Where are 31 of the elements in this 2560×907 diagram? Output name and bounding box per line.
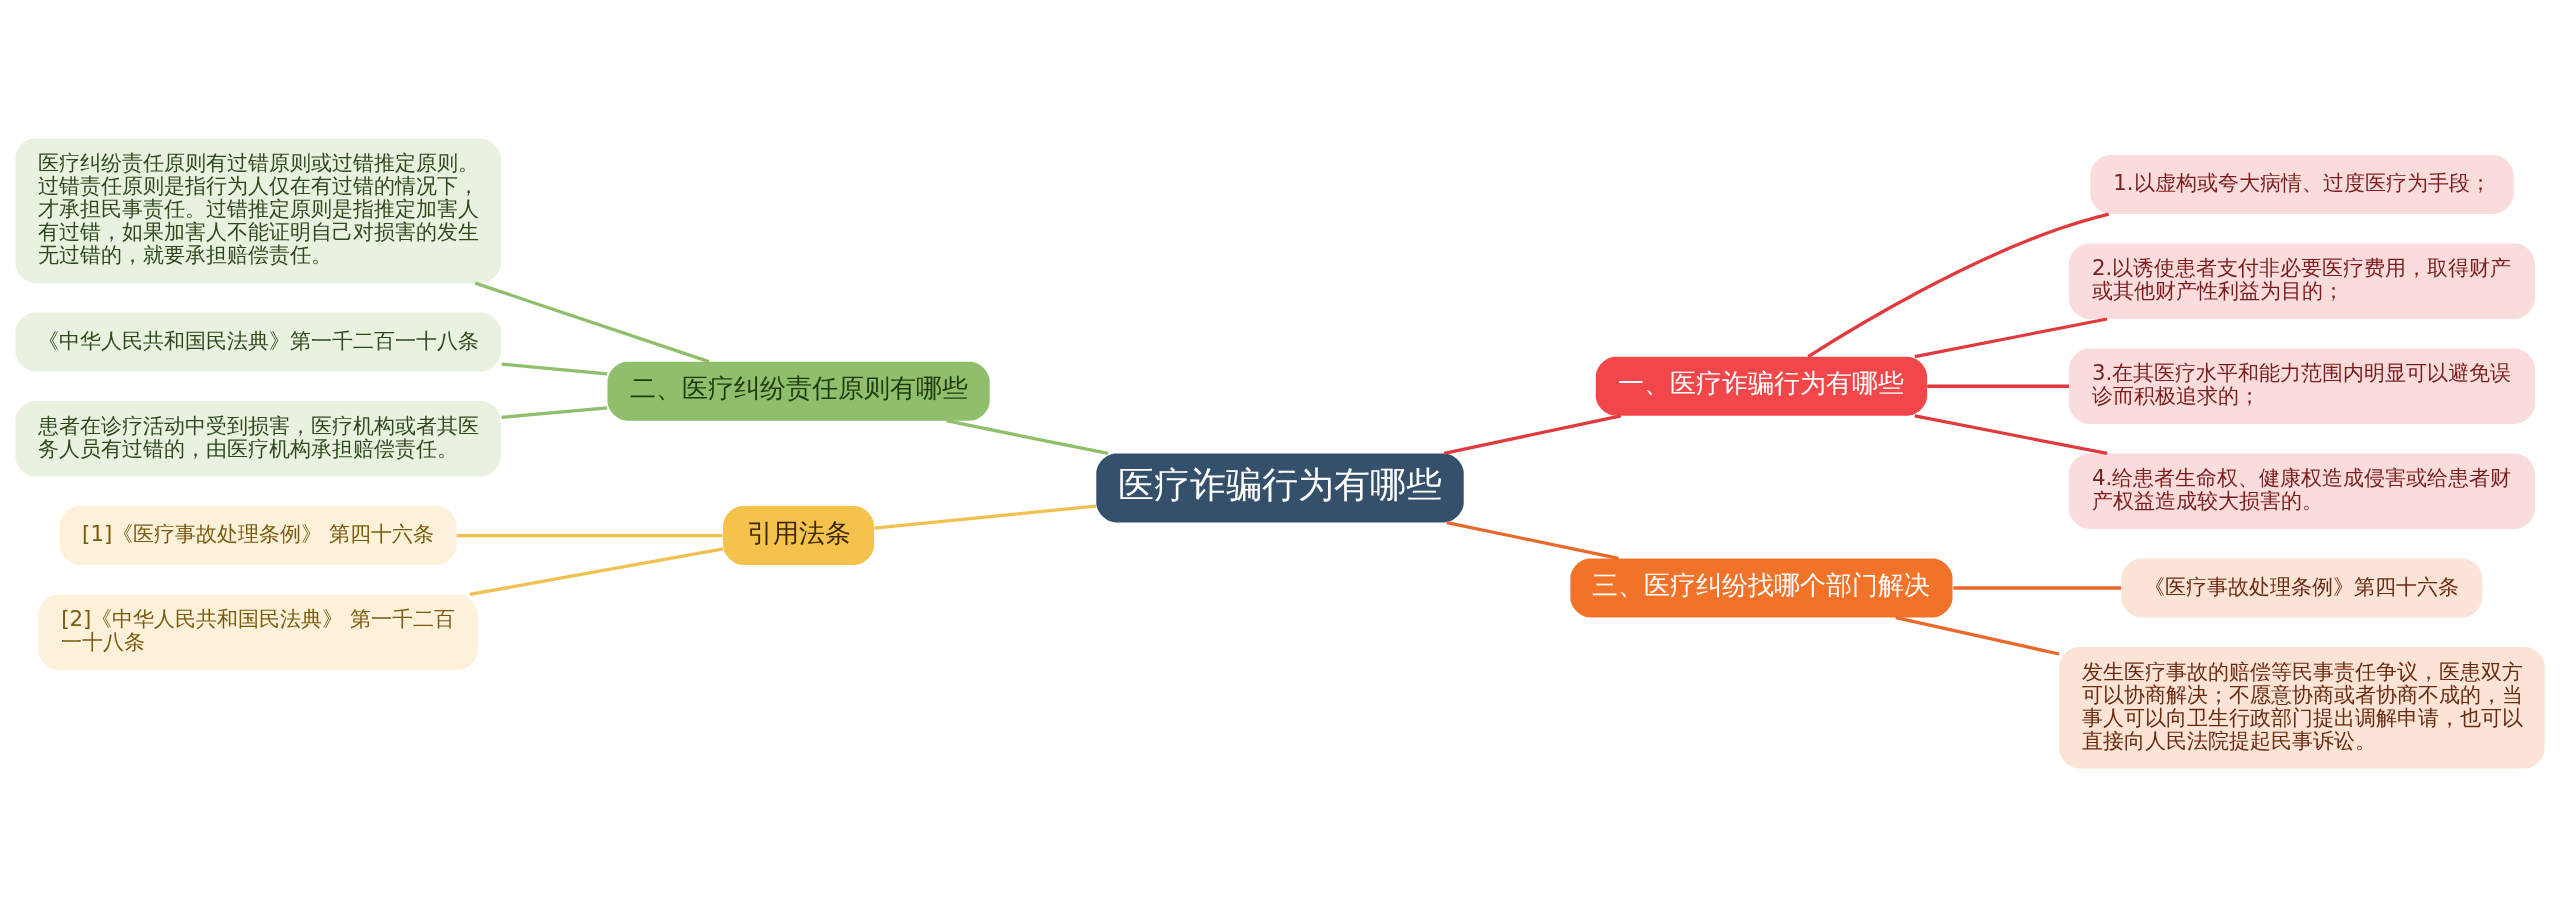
connector xyxy=(501,406,608,419)
connector xyxy=(945,419,1109,456)
node-box: 《医疗事故处理条例》第四十六条 xyxy=(2121,558,2483,618)
connector xyxy=(1895,616,2060,656)
node-box: 医疗纠纷责任原则有过错原则或过错推定原则。过错责任原则是指行为人仅在有过错的情况下，才承担民事责任。过错推定原则是指推定加害人有过错，如果加害人不能证明自己对损害的发生无过错的，就要承担赔偿责任。 xyxy=(15,138,501,283)
connector xyxy=(1927,384,2069,388)
connector xyxy=(1953,586,2122,590)
connector xyxy=(1443,414,1622,455)
node-box: 3.在其医疗水平和能力范围内明显可以避免误诊而积极追求的； xyxy=(2069,348,2535,424)
node-box: 发生医疗事故的赔偿等民事责任争议，医患双方可以协商解决；不愿意协商或者协商不成的，当事人可以向卫生行政部门提出调解申请，也可以直接向人民法院提起民事诉讼。 xyxy=(2059,647,2545,769)
node-box: 引用法条 xyxy=(723,506,874,566)
node-box: 一、医疗诈骗行为有哪些 xyxy=(1595,356,1928,416)
connector xyxy=(1914,317,2108,359)
node-box: 2.以诱使患者支付非必要医疗费用，取得财产或其他财产性利益为目的； xyxy=(2069,243,2535,319)
connector xyxy=(469,547,724,597)
connector xyxy=(1807,212,2110,358)
connector xyxy=(874,504,1097,530)
node-box: [1]《医疗事故处理条例》 第四十六条 xyxy=(59,506,457,566)
connector xyxy=(1446,520,1619,561)
node-box: 《中华人民共和国民法典》第一千二百一十八条 xyxy=(15,312,501,372)
connector xyxy=(474,281,710,364)
node-box: 1.以虚构或夸大病情、过度医疗为手段； xyxy=(2090,154,2514,214)
connector xyxy=(1914,414,2108,456)
node-box: 4.给患者生命权、健康权造成侵害或给患者财产权益造成较大损害的。 xyxy=(2069,453,2535,529)
connector xyxy=(456,533,723,538)
connector xyxy=(501,362,608,376)
node-box: 三、医疗纠纷找哪个部门解决 xyxy=(1570,558,1953,618)
node-box: 医疗诈骗行为有哪些 xyxy=(1096,453,1464,523)
node-box: [2]《中华人民共和国民法典》 第一千二百一十八条 xyxy=(38,594,478,670)
node-box: 二、医疗纠纷责任原则有哪些 xyxy=(607,361,990,421)
node-box: 患者在诊疗活动中受到损害，医疗机构或者其医务人员有过错的，由医疗机构承担赔偿责任。 xyxy=(15,401,501,477)
